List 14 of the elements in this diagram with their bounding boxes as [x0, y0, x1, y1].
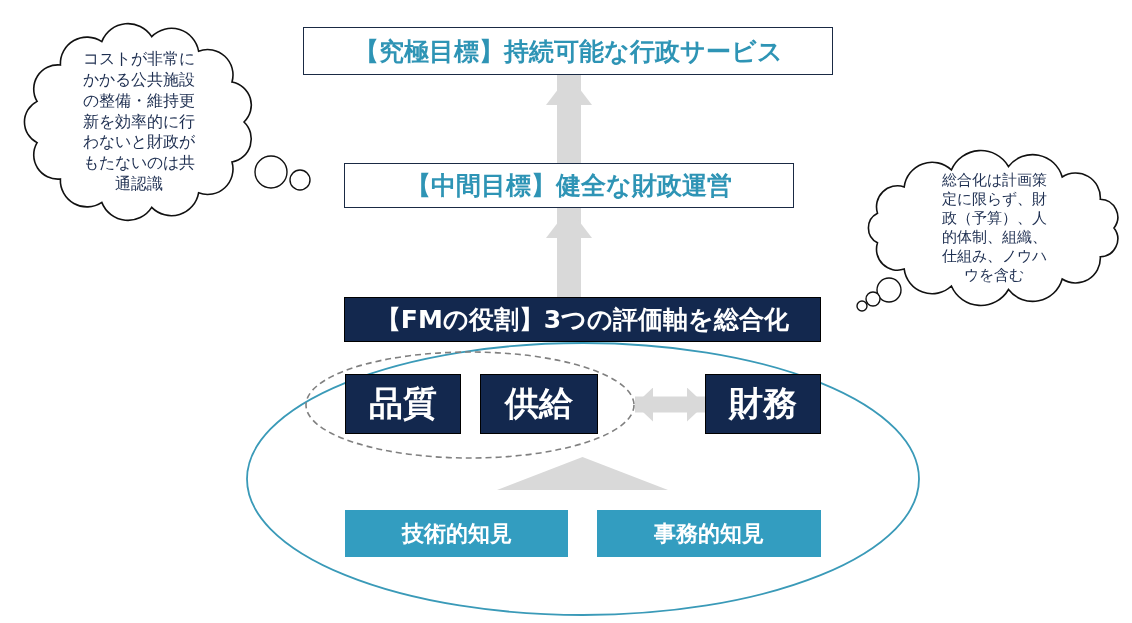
knowledge-box: 技術的知見 [345, 510, 568, 557]
axis-box: 供給 [480, 374, 598, 434]
support-triangle [497, 457, 668, 490]
block-arrow [546, 75, 592, 163]
role-banner: 【FMの役割】3つの評価軸を総合化 [344, 297, 821, 342]
dashed-ellipse [305, 351, 635, 459]
block-arrow [546, 208, 592, 297]
goal-box: 【中間目標】健全な財政運営 [344, 163, 794, 208]
goal-box: 【究極目標】持続可能な行政サービス [303, 27, 833, 75]
knowledge-box: 事務的知見 [597, 510, 821, 557]
block-arrow [635, 387, 705, 422]
axis-box: 財務 [705, 374, 821, 434]
axis-box: 品質 [345, 374, 461, 434]
ellipse-outline [246, 342, 920, 616]
